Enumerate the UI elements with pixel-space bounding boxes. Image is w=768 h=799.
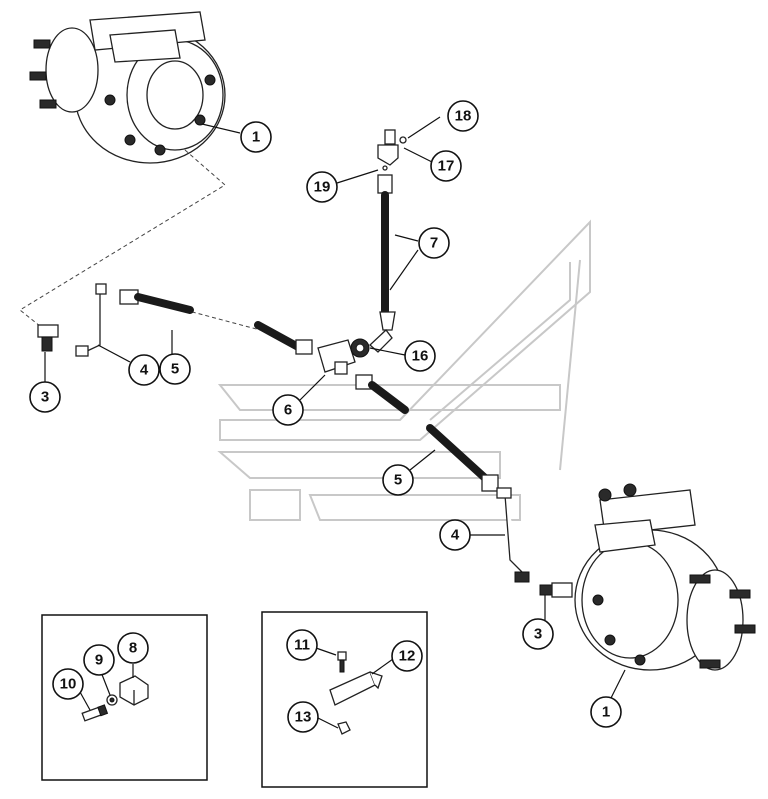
watermark-logo bbox=[217, 219, 591, 521]
svg-text:6: 6 bbox=[284, 402, 292, 419]
leader-lines bbox=[44, 116, 626, 729]
callout-11: 11 bbox=[286, 629, 318, 661]
connector-right bbox=[539, 582, 573, 598]
svg-text:19: 19 bbox=[314, 179, 331, 196]
svg-text:13: 13 bbox=[295, 709, 312, 726]
callout-7: 7 bbox=[418, 227, 450, 259]
svg-text:5: 5 bbox=[171, 361, 179, 378]
svg-text:4: 4 bbox=[140, 362, 149, 379]
wheel-motor-bottom-right bbox=[574, 483, 756, 671]
hose-left bbox=[119, 289, 313, 355]
elbow-fitting bbox=[377, 129, 407, 171]
callout-3-right: 3 bbox=[522, 618, 554, 650]
wheel-motor-top-left bbox=[29, 11, 226, 164]
tee-fitting bbox=[317, 339, 356, 375]
callout-4-right: 4 bbox=[439, 519, 471, 551]
routing-line-hose bbox=[184, 309, 261, 331]
svg-text:4: 4 bbox=[451, 527, 460, 544]
svg-text:10: 10 bbox=[60, 676, 77, 693]
svg-text:16: 16 bbox=[412, 348, 429, 365]
adapter-fitting bbox=[350, 338, 370, 358]
svg-text:3: 3 bbox=[41, 389, 49, 406]
svg-text:11: 11 bbox=[294, 637, 310, 654]
callout-13: 13 bbox=[287, 701, 319, 733]
callout-17: 17 bbox=[430, 150, 462, 182]
callout-10: 10 bbox=[52, 668, 84, 700]
callout-5-left: 5 bbox=[159, 353, 191, 385]
svg-text:3: 3 bbox=[534, 626, 542, 643]
hose-right bbox=[355, 374, 499, 492]
hose-vertical bbox=[369, 174, 396, 353]
callout-12: 12 bbox=[391, 640, 423, 672]
svg-text:18: 18 bbox=[455, 108, 472, 125]
callout-3-left: 3 bbox=[29, 381, 61, 413]
svg-text:1: 1 bbox=[252, 129, 260, 146]
callout-5-right: 5 bbox=[382, 464, 414, 496]
callout-19: 19 bbox=[306, 171, 338, 203]
connector-left bbox=[37, 324, 59, 352]
svg-text:7: 7 bbox=[430, 235, 438, 252]
steel-tube-right bbox=[496, 487, 530, 583]
svg-text:5: 5 bbox=[394, 472, 402, 489]
callout-6: 6 bbox=[272, 394, 304, 426]
svg-text:8: 8 bbox=[129, 640, 137, 657]
svg-text:17: 17 bbox=[438, 158, 455, 175]
callout-1-bottom: 1 bbox=[590, 696, 622, 728]
callout-16: 16 bbox=[404, 340, 436, 372]
callout-9: 9 bbox=[83, 644, 115, 676]
inset-box-right bbox=[261, 611, 428, 788]
routing-line-left bbox=[19, 149, 226, 331]
svg-text:12: 12 bbox=[399, 648, 416, 665]
svg-text:9: 9 bbox=[95, 652, 103, 669]
callout-18: 18 bbox=[447, 100, 479, 132]
callout-8: 8 bbox=[117, 632, 149, 664]
callout-1-top: 1 bbox=[240, 121, 272, 153]
svg-text:1: 1 bbox=[602, 704, 610, 721]
steel-tube-left bbox=[75, 283, 107, 357]
callout-4-left: 4 bbox=[128, 354, 160, 386]
